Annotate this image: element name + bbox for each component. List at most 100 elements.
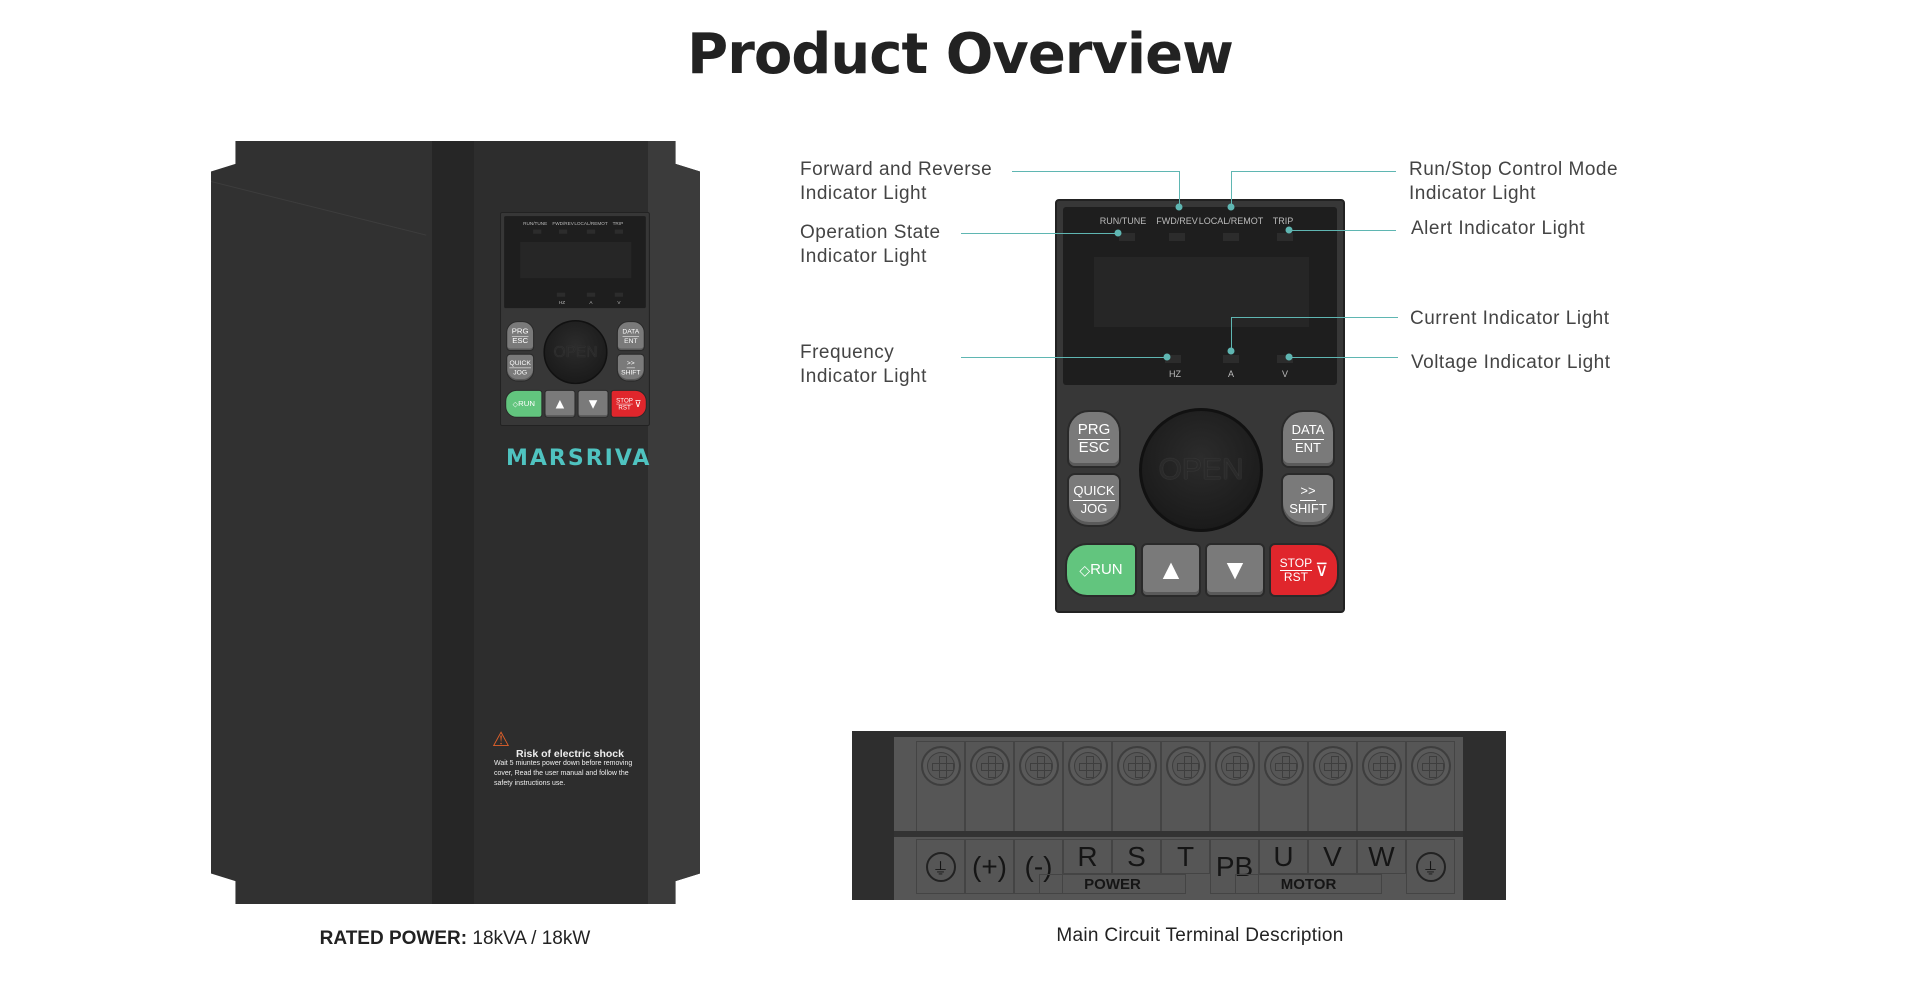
terminal-caption: Main Circuit Terminal Description [1056,925,1344,946]
leader-dot [1163,353,1171,361]
terminal-screw [1161,741,1210,837]
up-button[interactable]: ▲ [1141,543,1201,597]
warning-text: Wait 5 miuntes power down before removin… [494,760,633,787]
indicator-local-remot: LOCAL/REMOT [1198,216,1264,226]
warning-title: Risk of electric shock [516,748,624,760]
led-hz [1165,355,1181,363]
leader-line [1231,171,1396,172]
leader-dot [1285,226,1293,234]
run-icon: ◇ [1079,562,1091,578]
led-trip [614,229,624,234]
motor-group-label: MOTOR [1235,874,1382,894]
terminal-screw [916,741,965,837]
led-fwd [558,229,568,234]
screw-icon [1166,746,1206,786]
run-icon: ◇ [512,399,519,408]
terminal-screw [1357,741,1406,837]
leader-line [1231,171,1232,207]
knob-dial[interactable]: OPEN [543,320,608,385]
knob-dial[interactable]: OPEN [1139,408,1263,532]
stop-icon: ⊽ [634,398,642,409]
screw-icon [970,746,1010,786]
terminal-screw [1259,741,1308,837]
led-local [1223,233,1239,241]
leader-line [1231,317,1232,351]
terminal-label: PB [1210,839,1259,894]
terminal-screw [1308,741,1357,837]
screw-icon [1362,746,1402,786]
rated-power-value: 18kVA / 18kW [472,928,591,949]
leader-line [1289,230,1396,231]
screw-icon [1215,746,1255,786]
power-group-label: POWER [1039,874,1186,894]
indicator-run-tune: RUN/TUNE [1099,216,1147,226]
keypad-panel: RUN/TUNE FWD/REV LOCAL/REMOT TRIP HZ A V… [1055,199,1345,613]
terminal-label: W [1357,839,1406,874]
terminal-label: U [1259,839,1308,874]
screw-icon [921,746,961,786]
led-a [586,292,596,297]
up-button[interactable]: ▲ [544,389,576,418]
leader-dot [1285,353,1293,361]
led-v [614,292,624,297]
leader-dot [1227,347,1235,355]
indicator-fwd-rev: FWD/REV [552,220,574,226]
indicator-fwd-rev: FWD/REV [1156,216,1198,226]
terminal-screw [1112,741,1161,837]
terminal-screw [1063,741,1112,837]
terminal-screw [965,741,1014,837]
down-button[interactable]: ▼ [577,389,609,418]
ground-icon: ⏚ [925,851,956,882]
screw-icon [1313,746,1353,786]
screw-icon [1019,746,1059,786]
ground-icon: ⏚ [1415,851,1446,882]
drive-keypad-panel: RUN/TUNE FWD/REV LOCAL/REMOT TRIP HZ A V… [500,212,650,427]
down-button[interactable]: ▼ [1205,543,1265,597]
led-run [533,229,542,234]
leader-dot [1175,203,1183,211]
led-hz [556,292,566,297]
led-v [1277,355,1293,363]
unit-hz: HZ [558,299,566,306]
unit-v: V [1281,369,1289,379]
brand-logo: MARSRIVA [506,446,652,471]
shift-button[interactable]: >>SHIFT [616,353,645,382]
warning-label: ⚠ Risk of electric shock Wait 5 miuntes … [492,730,644,789]
terminal-label: T [1161,839,1210,874]
terminal-screw [1014,741,1063,837]
shift-button[interactable]: >>SHIFT [1281,473,1335,527]
lcd-display [520,241,632,279]
ground-terminal: ⏚ [916,839,965,894]
terminal-label: (-) [1014,839,1063,894]
terminal-label: S [1112,839,1161,874]
run-button[interactable]: ◇RUN [1065,543,1137,597]
indicator-trip: TRIP [612,220,624,226]
page-title: Product Overview [687,22,1234,87]
led-fwd [1169,233,1185,241]
indicator-trip: TRIP [1272,216,1294,226]
unit-v: V [617,299,621,306]
screw-icon [1411,746,1451,786]
warning-icon: ⚠ [492,729,510,751]
rated-power: RATED POWER: 18kVA / 18kW [255,928,655,950]
indicator-run-tune: RUN/TUNE [523,220,548,226]
rated-power-label: RATED POWER: [319,928,468,949]
label-current: Current Indicator Light [1410,308,1610,329]
terminal-screw [1210,741,1259,837]
run-button[interactable]: ◇RUN [505,389,543,418]
unit-hz: HZ [1169,369,1181,379]
led-trip [1277,233,1293,241]
leader-line [1179,171,1180,207]
